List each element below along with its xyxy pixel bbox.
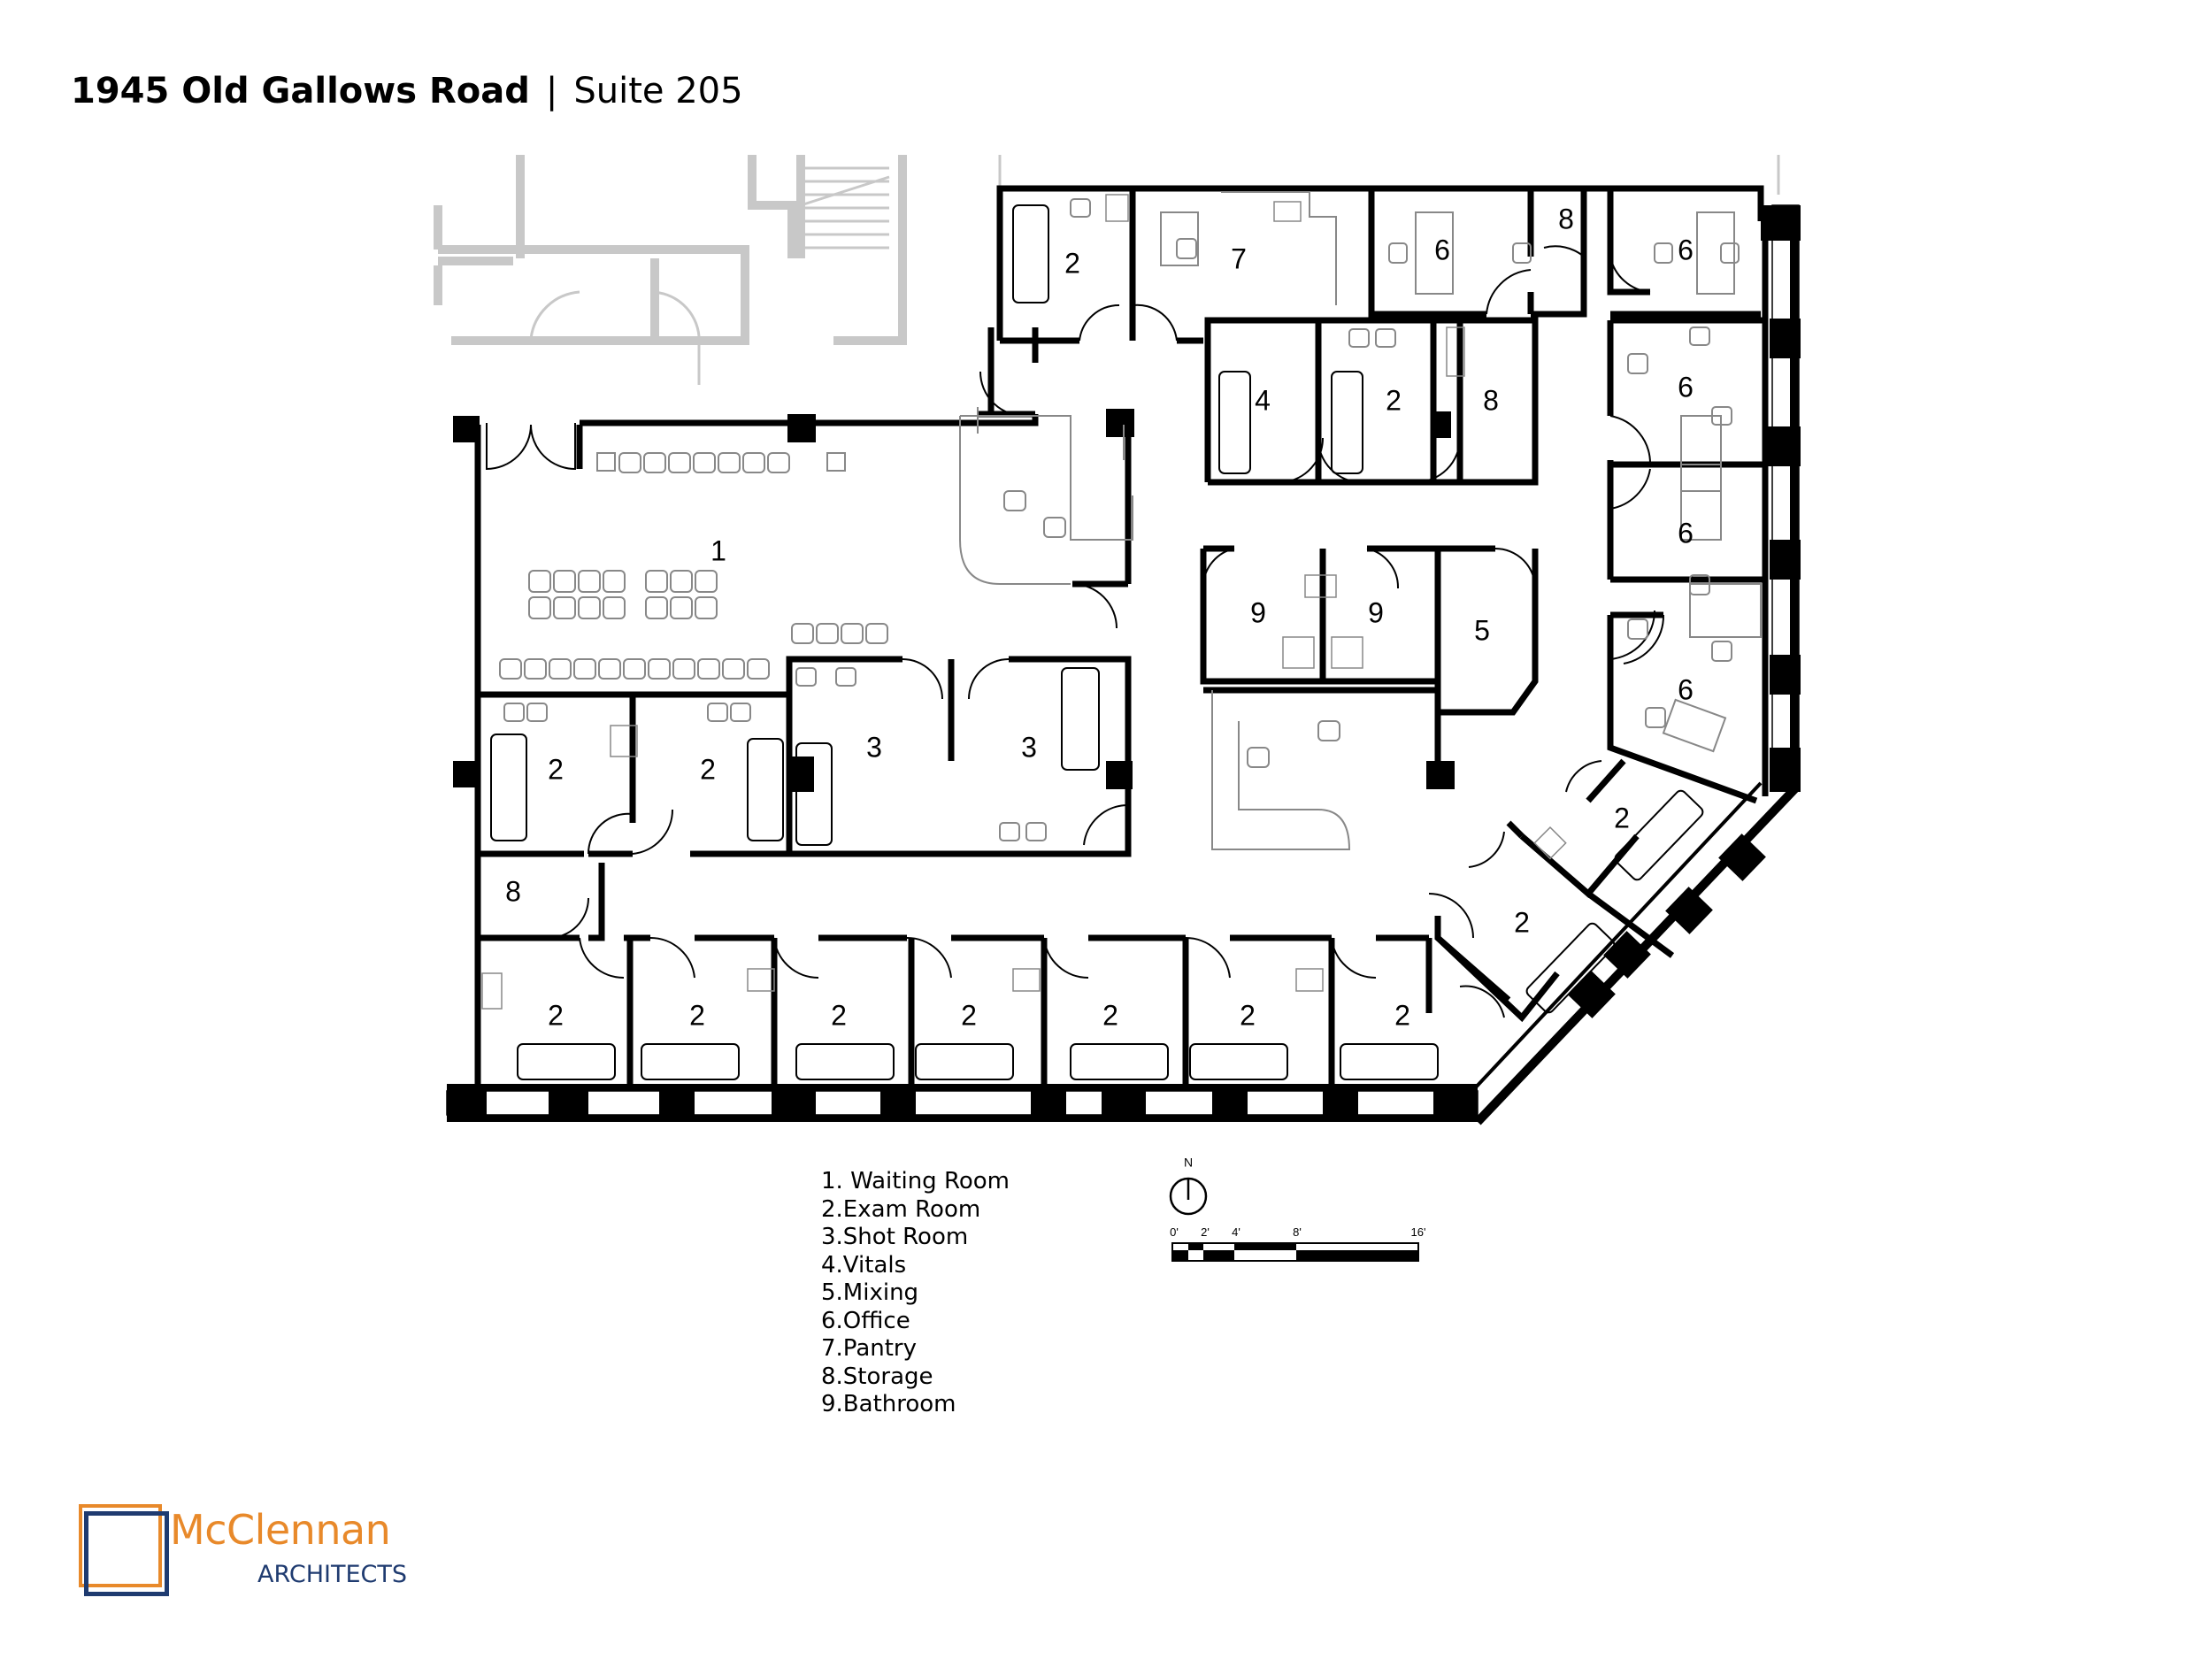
room-label-mixing: 5 [1474,614,1490,646]
company-logo: McClennan ARCHITECTS [76,1504,430,1601]
room-label-shot-1: 3 [866,731,882,763]
legend-item: 7.Pantry [821,1335,917,1362]
room-label-exam-s3: 2 [831,999,847,1031]
legend-item: 3.Shot Room [821,1224,969,1250]
room-label-office-n2: 6 [1678,234,1694,265]
room-label-office-e3: 6 [1678,673,1694,705]
room-label-exam-s7: 2 [1394,999,1410,1031]
room-label-exam-ne-diag: 2 [1614,802,1630,833]
logo-square-orange [79,1504,162,1587]
room-label-waiting: 1 [710,534,726,566]
north-label: N [1184,1156,1193,1170]
scale-tick-8: 8' [1293,1225,1302,1239]
columns [453,205,1796,792]
room-label-office-n1: 6 [1434,234,1450,265]
walls [474,185,1769,1097]
waiting-chairs-north [596,452,846,473]
legend-item: 8.Storage [821,1363,933,1390]
room-label-shot-2: 3 [1021,731,1037,763]
legend-item: 4.Vitals [821,1251,907,1279]
furniture-desks [959,191,1762,850]
scale-tick-2: 2' [1201,1225,1210,1239]
room-label-exam-w2: 2 [700,753,716,785]
waiting-chairs-south [499,623,888,680]
room-labels: 1 2 7 6 8 6 4 2 8 6 6 6 9 9 5 2 2 3 3 8 … [505,203,1694,1031]
room-label-exam-s4: 2 [961,999,977,1031]
room-label-exam-nw: 2 [1064,247,1080,279]
furniture-tables [490,204,1704,1080]
scale-tick-16: 16' [1411,1225,1426,1239]
room-label-exam-w1: 2 [548,753,564,785]
page-title: 1945 Old Gallows Road | Suite 205 [71,71,743,111]
furniture-chairs [499,198,1740,841]
adjacent-stairs [800,166,890,250]
room-label-bath-1: 9 [1250,596,1266,628]
room-label-exam-s1: 2 [548,999,564,1031]
room-label-exam-n: 2 [1386,384,1402,416]
room-label-office-e1: 6 [1678,371,1694,403]
legend-item: 2.Exam Room [821,1195,981,1223]
room-label-pantry: 7 [1231,242,1247,274]
legend-item: 6.Office [821,1307,910,1334]
room-label-storage-n: 8 [1558,203,1574,234]
room-chairs [503,198,1740,841]
scale-tick-0: 0' [1170,1225,1179,1239]
room-label-storage-w: 8 [505,875,521,907]
legend-item: 5.Mixing [821,1279,919,1306]
room-label-exam-s6: 2 [1240,999,1256,1031]
title-separator: | [545,71,558,111]
title-suite: Suite 205 [573,71,743,111]
north-arrow: N [1169,1156,1208,1216]
room-label-vitals: 4 [1255,384,1271,416]
scale-tick-4: 4' [1232,1225,1240,1239]
sinks [481,194,1567,1010]
adjacent-building [434,155,907,345]
room-label-storage-n2: 8 [1483,384,1499,416]
waiting-chair-clusters [528,570,718,619]
east-exterior [1458,204,1801,1125]
room-label-exam-s2: 2 [689,999,705,1031]
legend-item: 1. Waiting Room [821,1168,1010,1194]
logo-subtitle: ARCHITECTS [257,1561,408,1588]
room-label-exam-s5: 2 [1102,999,1118,1031]
room-label-exam-se-diag: 2 [1514,906,1530,938]
title-address: 1945 Old Gallows Road [71,71,530,111]
legend-item: 9.Bathroom [821,1391,956,1417]
room-legend: 1. Waiting Room 2.Exam Room 3.Shot Room … [821,1168,1010,1419]
logo-square-blue [84,1511,169,1596]
room-label-office-e2: 6 [1678,517,1694,549]
scale-bar: 0' 2' 4' 8' 16' [1170,1225,1426,1262]
room-label-bath-2: 9 [1368,596,1384,628]
south-exterior [446,1084,1479,1122]
logo-name: McClennan [170,1506,391,1554]
